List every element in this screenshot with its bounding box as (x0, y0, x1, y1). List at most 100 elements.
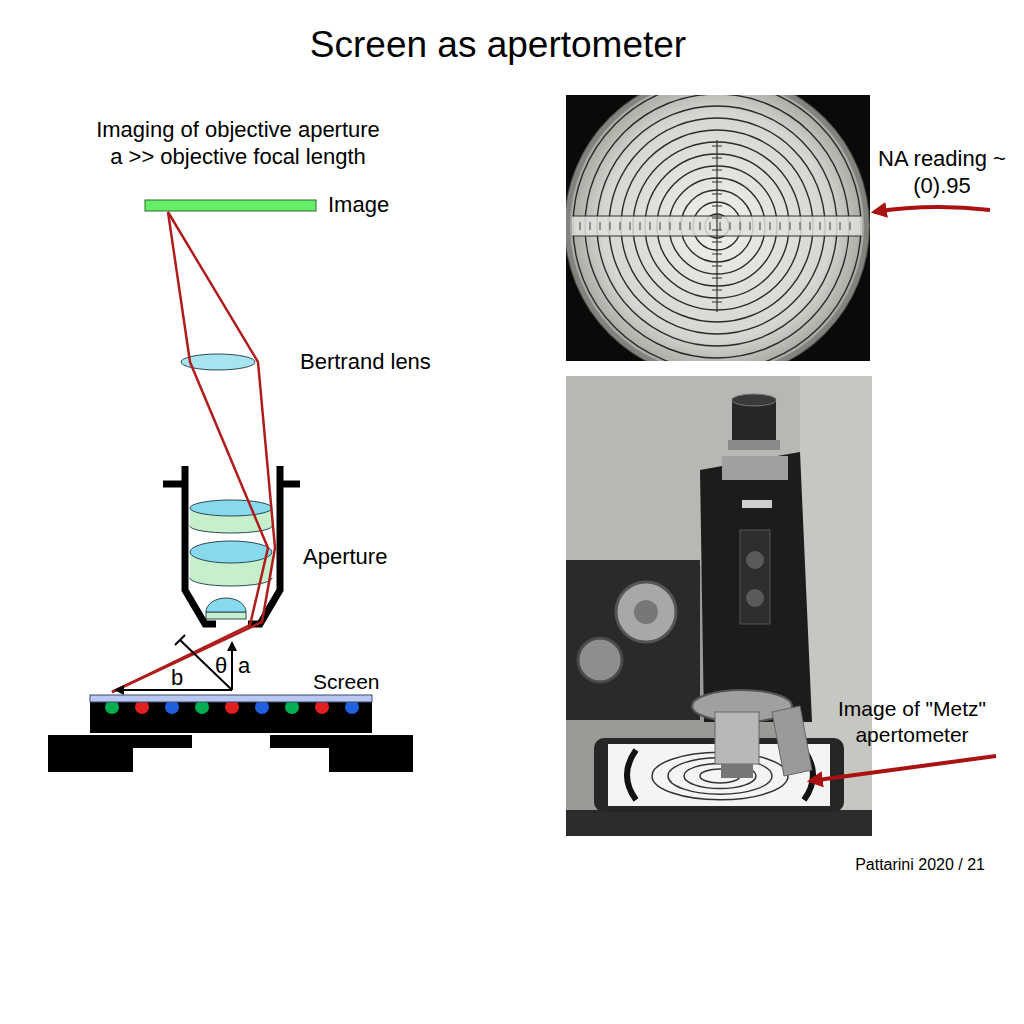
focus-knob (578, 638, 622, 682)
heading-note: Imaging of objective aperture a >> objec… (92, 116, 384, 171)
scale-tick (712, 242, 722, 243)
scale-tick (690, 222, 691, 230)
height-arrow (231, 643, 233, 690)
scale-tick (640, 222, 641, 230)
scale-tick (712, 182, 722, 183)
dimension-label: a (238, 652, 250, 680)
image-plane (145, 200, 316, 211)
scale-tick (712, 278, 722, 279)
release-plate (742, 500, 772, 508)
stage-mechanism (566, 560, 700, 720)
objective-tip (721, 764, 753, 778)
front-lens (206, 598, 246, 612)
angle-tick (175, 635, 185, 645)
knob-center (634, 600, 658, 624)
photo-background (566, 376, 872, 836)
scale-disc (566, 95, 869, 361)
screen-pattern (627, 750, 636, 800)
scale-tick (790, 222, 791, 230)
callout-note: Image of "Metz" apertometer (827, 696, 997, 749)
control-knob (746, 589, 764, 607)
screen-pattern (684, 763, 756, 788)
scale-tick (820, 222, 821, 230)
callout-note: NA reading ~(0).95 (872, 145, 1012, 200)
scale-tick (712, 206, 722, 207)
tube-ring (728, 440, 780, 450)
part-label: Bertrand lens (300, 348, 431, 376)
scale-tick (710, 222, 711, 230)
angle-line (180, 640, 232, 690)
scale-tick (700, 222, 701, 230)
disc-vignette (567, 95, 867, 361)
scale-tick (840, 222, 841, 230)
lens-top (190, 541, 272, 563)
scale-tick (712, 194, 722, 195)
slide-title: Screen as apertometer (310, 22, 686, 68)
scale-tick (600, 222, 601, 230)
scale-tick (712, 158, 722, 159)
objective (715, 712, 759, 764)
part-label: Image (328, 191, 389, 219)
objective-housing (163, 466, 300, 624)
scale-ring (573, 95, 861, 361)
leader-arrow (810, 756, 996, 781)
scale-tick (830, 222, 831, 230)
scale-tick (712, 266, 722, 267)
scale-tick (630, 222, 631, 230)
scale-tick (680, 222, 681, 230)
photo-content (566, 376, 872, 836)
scale-tick (660, 222, 661, 230)
scale-tick (712, 218, 722, 219)
control-knob (746, 551, 764, 569)
scale-tick (800, 222, 801, 230)
scale-tick (650, 222, 651, 230)
leader-arrow (874, 207, 990, 212)
ray (112, 212, 268, 692)
angle-symbol: θ (215, 652, 227, 680)
scale-tick (760, 222, 761, 230)
scale-tick (712, 254, 722, 255)
screen-glass (90, 695, 372, 702)
scale-tick (712, 302, 722, 303)
scale-tick (850, 222, 851, 230)
eyepiece-top (732, 394, 776, 406)
scale-tick (590, 222, 591, 230)
scale-tick (712, 290, 722, 291)
apertometer-photo (565, 74, 870, 378)
microscope-arm (700, 452, 812, 722)
objective-lenses (190, 500, 272, 619)
housing-wall (185, 466, 216, 624)
focus-knob (616, 582, 676, 642)
objective (772, 706, 812, 776)
photo-content (566, 95, 869, 361)
dimension-label: b (171, 664, 183, 692)
lens-top (190, 500, 272, 516)
lens-band (206, 612, 246, 619)
scale-tick (580, 222, 581, 230)
microscope-photo (566, 376, 872, 836)
footer-note: Pattarini 2020 / 21 (855, 855, 985, 875)
scale-tick (740, 222, 741, 230)
light-rays (112, 212, 275, 692)
scale-tick (810, 222, 811, 230)
stage-left (48, 735, 192, 772)
scale-line (716, 140, 717, 312)
stage-right (270, 735, 413, 772)
scale-tick (780, 222, 781, 230)
scale-tick (770, 222, 771, 230)
scale-tick (730, 222, 731, 230)
scale-tick (712, 146, 722, 147)
scale-tick (670, 222, 671, 230)
part-label: Aperture (303, 543, 387, 571)
part-label: Screen (313, 669, 380, 695)
tube-collar (722, 456, 788, 480)
scale-tick (720, 222, 721, 230)
control-plate (740, 530, 770, 624)
scale-tick (620, 222, 621, 230)
scale-tick (712, 170, 722, 171)
scale-tick (750, 222, 751, 230)
ray (112, 212, 275, 692)
screen-body (90, 701, 372, 733)
table (566, 810, 872, 836)
